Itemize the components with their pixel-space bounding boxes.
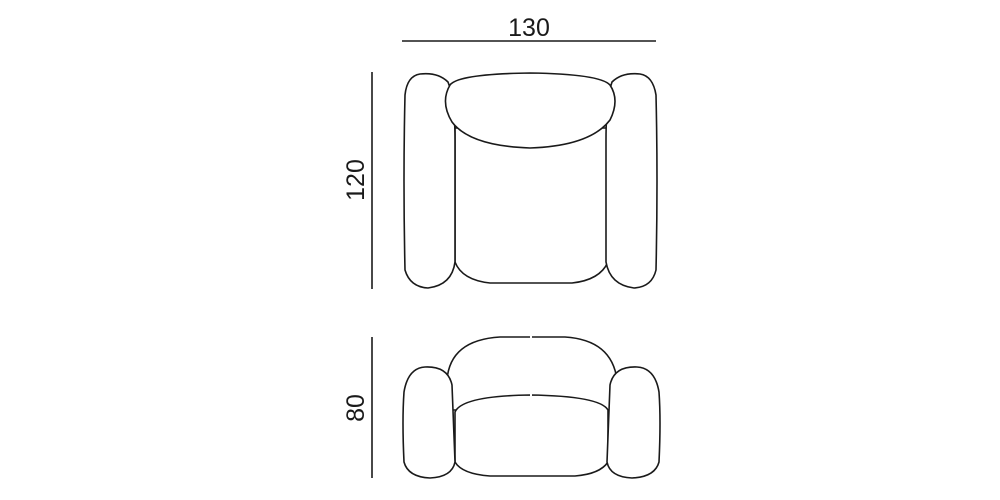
front-view [402,334,661,479]
top-seat [454,127,609,284]
front-seat-cushion [454,394,609,477]
depth-dimension: 120 [342,72,373,289]
width-dimension-label: 130 [508,14,550,42]
width-dimension: 130 [402,14,656,42]
front-left-arm [402,366,456,479]
height-dimension: 80 [342,337,373,478]
top-left-arm [403,72,456,289]
top-view [403,72,658,289]
top-right-arm [605,72,658,289]
top-backrest [444,72,616,149]
depth-dimension-label: 120 [342,159,370,201]
height-dimension-label: 80 [342,394,370,422]
front-right-arm [606,366,661,479]
